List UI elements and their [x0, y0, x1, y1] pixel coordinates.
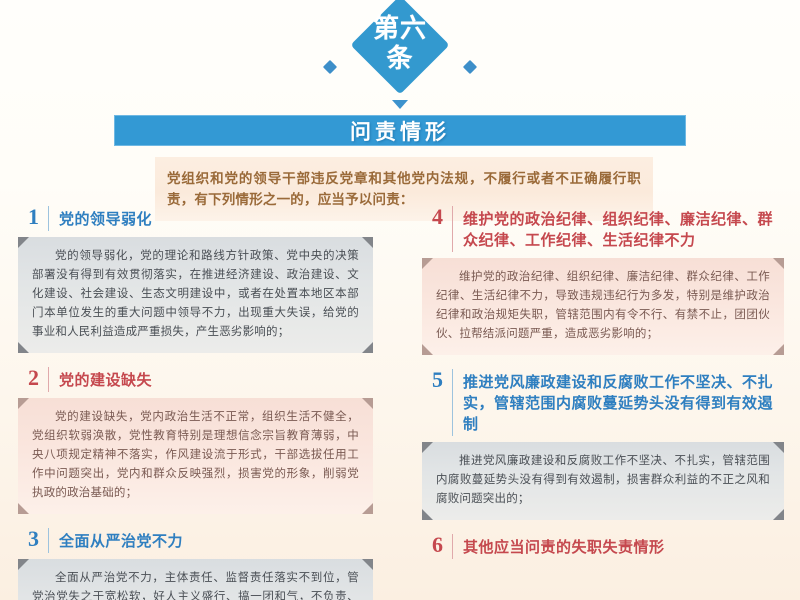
item-3-separator — [48, 528, 49, 553]
corner-fold-icon — [18, 503, 29, 514]
page-header: 第六条 问责情形 — [0, 0, 800, 150]
corner-fold-icon — [422, 442, 433, 453]
corner-fold-icon — [18, 237, 29, 248]
accountability-item-5: 5 推进党风廉政建设和反腐败工作不坚决、不扎实，管辖范围内腐败蔓延势头没有得到有… — [422, 363, 784, 520]
corner-fold-icon — [773, 442, 784, 453]
corner-fold-icon — [362, 503, 373, 514]
item-4-header: 4 维护党的政治纪律、组织纪律、廉洁纪律、群众纪律、工作纪律、生活纪律不力 — [422, 200, 784, 258]
page-title: 问责情形 — [350, 119, 450, 144]
accountability-item-6: 6 其他应当问责的失职失责情形 — [422, 528, 784, 567]
section-banner: 问责情形 — [114, 115, 686, 146]
item-2-number: 2 — [28, 365, 39, 390]
accountability-item-2: 2 党的建设缺失 党的建设缺失，党内政治生活不正常，组织生活不健全，党组织软弱涣… — [18, 361, 373, 514]
item-5-body-text: 推进党风廉政建设和反腐败工作不坚决、不扎实，管辖范围内腐败蔓延势头没有得到有效遏… — [436, 455, 770, 505]
item-1-separator — [48, 206, 49, 231]
left-column: 1 党的领导弱化 党的领导弱化，党的理论和路线方针政策、党中央的决策部署没有得到… — [18, 200, 373, 600]
item-6-separator — [452, 534, 453, 559]
item-5-body: 推进党风廉政建设和反腐败工作不坚决、不扎实，管辖范围内腐败蔓延势头没有得到有效遏… — [422, 442, 784, 520]
corner-fold-icon — [773, 509, 784, 520]
item-4-separator — [452, 206, 453, 252]
item-2-body: 党的建设缺失，党内政治生活不正常，组织生活不健全，党组织软弱涣散，党性教育特别是… — [18, 398, 373, 514]
chevron-down-icon — [392, 100, 408, 109]
corner-fold-icon — [362, 398, 373, 409]
item-5-header: 5 推进党风廉政建设和反腐败工作不坚决、不扎实，管辖范围内腐败蔓延势头没有得到有… — [422, 363, 784, 442]
article-number-text: 第六条 — [372, 14, 427, 73]
accountability-item-1: 1 党的领导弱化 党的领导弱化，党的理论和路线方针政策、党中央的决策部署没有得到… — [18, 200, 373, 353]
corner-fold-icon — [422, 509, 433, 520]
decorative-diamond-right — [462, 59, 478, 75]
item-3-number: 3 — [28, 526, 39, 551]
decorative-diamond-left — [322, 59, 338, 75]
right-column: 4 维护党的政治纪律、组织纪律、廉洁纪律、群众纪律、工作纪律、生活纪律不力 维护… — [422, 200, 784, 575]
item-5-number: 5 — [432, 367, 443, 392]
item-1-number: 1 — [28, 204, 39, 229]
item-6-title: 其他应当问责的失职失责情形 — [463, 540, 665, 556]
emblem-group: 第六条 — [0, 0, 800, 110]
corner-fold-icon — [18, 559, 29, 570]
corner-fold-icon — [422, 344, 433, 355]
item-3-body-text: 全面从严治党不力，主体责任、监督责任落实不到位，管党治党失之于宽松软，好人主义盛… — [32, 572, 359, 600]
corner-fold-icon — [362, 342, 373, 353]
item-2-header: 2 党的建设缺失 — [18, 361, 373, 398]
corner-fold-icon — [422, 258, 433, 269]
accountability-item-3: 3 全面从严治党不力 全面从严治党不力，主体责任、监督责任落实不到位，管党治党失… — [18, 522, 373, 600]
item-4-body: 维护党的政治纪律、组织纪律、廉洁纪律、群众纪律、工作纪律、生活纪律不力，导致违规… — [422, 258, 784, 355]
item-3-body: 全面从严治党不力，主体责任、监督责任落实不到位，管党治党失之于宽松软，好人主义盛… — [18, 559, 373, 600]
item-3-header: 3 全面从严治党不力 — [18, 522, 373, 559]
item-1-body: 党的领导弱化，党的理论和路线方针政策、党中央的决策部署没有得到有效贯彻落实，在推… — [18, 237, 373, 353]
corner-fold-icon — [18, 342, 29, 353]
item-1-title: 党的领导弱化 — [59, 212, 153, 228]
item-2-separator — [48, 367, 49, 392]
item-4-body-text: 维护党的政治纪律、组织纪律、廉洁纪律、群众纪律、工作纪律、生活纪律不力，导致违规… — [436, 271, 770, 340]
intro-box: 党组织和党的领导干部违反党章和其他党内法规，不履行或者不正确履行职责，有下列情形… — [155, 157, 653, 221]
item-3-title: 全面从严治党不力 — [59, 534, 184, 550]
corner-fold-icon — [362, 559, 373, 570]
item-4-title: 维护党的政治纪律、组织纪律、廉洁纪律、群众纪律、工作纪律、生活纪律不力 — [463, 212, 774, 249]
item-2-title: 党的建设缺失 — [59, 373, 153, 389]
accountability-item-4: 4 维护党的政治纪律、组织纪律、廉洁纪律、群众纪律、工作纪律、生活纪律不力 维护… — [422, 200, 784, 355]
item-1-body-text: 党的领导弱化，党的理论和路线方针政策、党中央的决策部署没有得到有效贯彻落实，在推… — [32, 250, 359, 338]
corner-fold-icon — [362, 237, 373, 248]
item-6-number: 6 — [432, 532, 443, 557]
item-5-title: 推进党风廉政建设和反腐败工作不坚决、不扎实，管辖范围内腐败蔓延势头没有得到有效遏… — [463, 375, 774, 433]
item-6-header: 6 其他应当问责的失职失责情形 — [422, 528, 784, 567]
item-4-number: 4 — [432, 204, 443, 229]
item-2-body-text: 党的建设缺失，党内政治生活不正常，组织生活不健全，党组织软弱涣散，党性教育特别是… — [32, 411, 359, 499]
corner-fold-icon — [773, 258, 784, 269]
corner-fold-icon — [18, 398, 29, 409]
item-5-separator — [452, 369, 453, 436]
item-1-header: 1 党的领导弱化 — [18, 200, 373, 237]
intro-text: 党组织和党的领导干部违反党章和其他党内法规，不履行或者不正确履行职责，有下列情形… — [167, 171, 641, 207]
corner-fold-icon — [773, 344, 784, 355]
